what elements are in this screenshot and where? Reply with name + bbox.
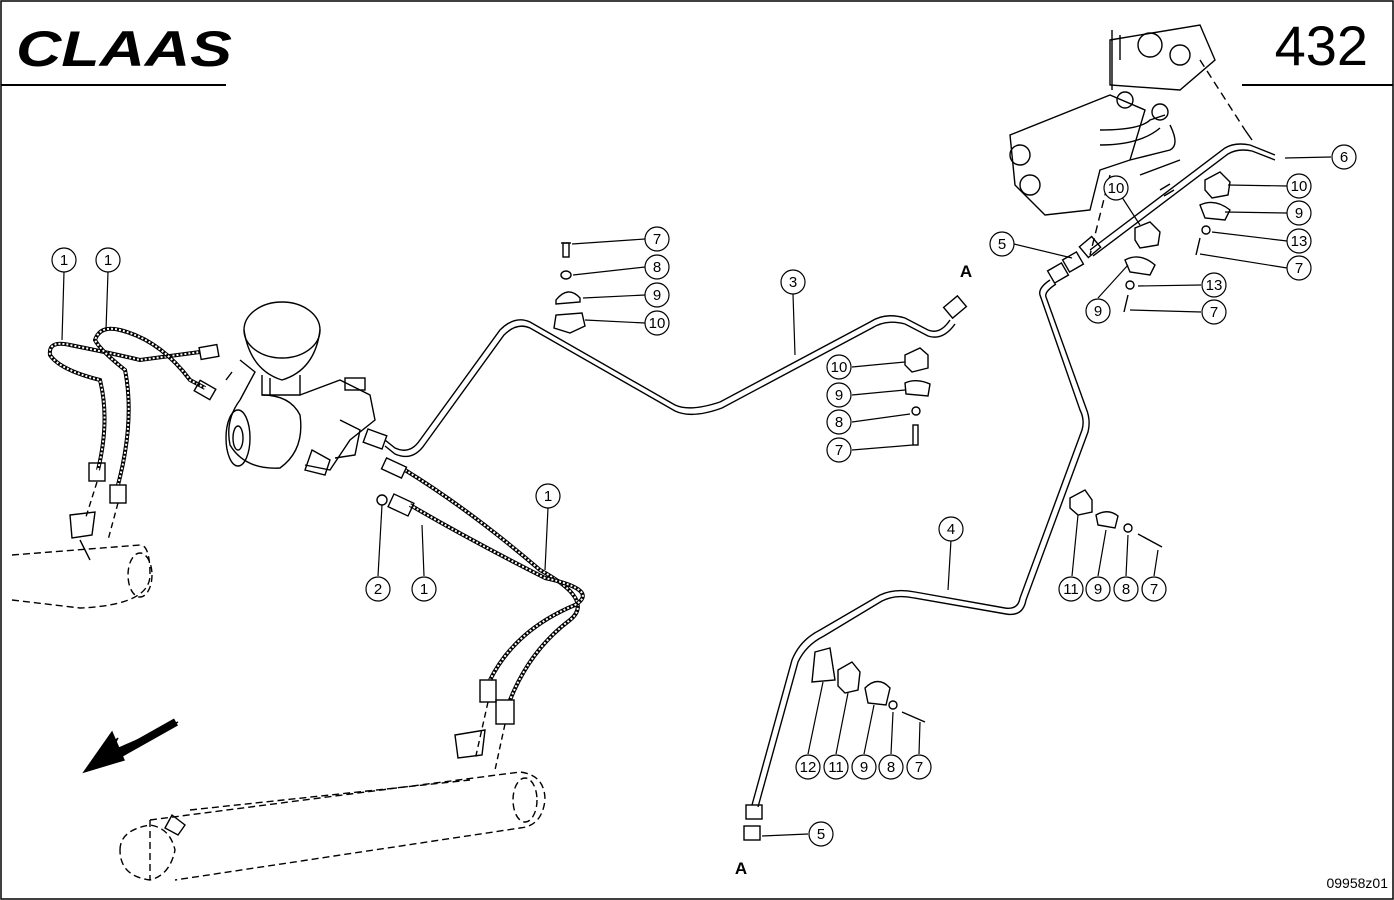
svg-text:5: 5: [998, 236, 1006, 253]
svg-text:8: 8: [887, 759, 895, 776]
block-fittings: [225, 359, 388, 506]
callout-8-d: 8: [878, 754, 904, 780]
callout-7-e: 7: [1286, 255, 1312, 281]
clamp-set-lower: [811, 647, 926, 723]
callout-10-c: 10: [1286, 173, 1312, 199]
hose-right-pair: [164, 456, 585, 836]
svg-text:10: 10: [1108, 180, 1125, 197]
callout-8-a: 8: [644, 254, 670, 280]
svg-text:10: 10: [831, 359, 848, 376]
callout-9-d: 9: [851, 754, 877, 780]
svg-text:4: 4: [947, 521, 955, 538]
pipe-3: [384, 294, 968, 458]
callout-3: 3: [780, 269, 806, 295]
svg-text:9: 9: [1094, 581, 1102, 598]
callout-7-d: 7: [906, 754, 932, 780]
callout-8-b: 8: [826, 409, 852, 435]
svg-text:1: 1: [544, 488, 552, 505]
pipe-6: [1078, 129, 1276, 259]
svg-text:7: 7: [653, 231, 661, 248]
svg-text:11: 11: [1063, 581, 1079, 598]
callout-2: 2: [365, 576, 391, 602]
callout-9-c: 9: [1085, 576, 1111, 602]
svg-text:10: 10: [1291, 178, 1308, 195]
callout-1-c: 1: [535, 483, 561, 509]
svg-text:8: 8: [1122, 581, 1130, 598]
callout-6: 6: [1331, 144, 1357, 170]
svg-text:7: 7: [835, 442, 843, 459]
callout-10-d: 10: [1103, 175, 1129, 201]
leader-lines: [61, 156, 1332, 837]
clamp-set-pipe6: [1123, 171, 1231, 313]
svg-text:1: 1: [60, 252, 68, 269]
callout-9-a: 9: [644, 282, 670, 308]
reference-mark-a-upper: A: [960, 262, 972, 281]
callout-4: 4: [938, 516, 964, 542]
callout-9-e: 9: [1286, 200, 1312, 226]
callout-7-f: 7: [1201, 299, 1227, 325]
svg-text:13: 13: [1206, 277, 1223, 294]
svg-text:9: 9: [653, 287, 661, 304]
svg-text:3: 3: [789, 274, 797, 291]
callout-9-f: 9: [1085, 298, 1111, 324]
svg-text:7: 7: [915, 759, 923, 776]
accumulator-assembly: [225, 301, 376, 476]
svg-text:1: 1: [104, 252, 112, 269]
callouts: 1 1 1 1 2 3 4 5 5 6 7 8 9 10 10 9 8 7 11…: [51, 144, 1357, 847]
callout-12: 12: [795, 754, 821, 780]
svg-text:6: 6: [1340, 149, 1348, 166]
lower-cylinder: [119, 771, 546, 881]
drawing-code: 09958z01: [1326, 875, 1388, 891]
svg-text:7: 7: [1295, 260, 1303, 277]
callout-13-b: 13: [1201, 272, 1227, 298]
callout-5-a: 5: [989, 231, 1015, 257]
svg-text:9: 9: [1295, 205, 1303, 222]
callout-1-d: 1: [411, 576, 437, 602]
svg-text:12: 12: [800, 759, 817, 776]
callout-10-a: 10: [644, 310, 670, 336]
callout-5-b: 5: [808, 821, 834, 847]
svg-text:5: 5: [817, 826, 825, 843]
svg-text:11: 11: [828, 759, 844, 776]
callout-8-c: 8: [1113, 576, 1139, 602]
svg-text:8: 8: [653, 259, 661, 276]
svg-text:13: 13: [1291, 233, 1308, 250]
left-cylinder-upper: [11, 544, 153, 609]
svg-text:1: 1: [420, 581, 428, 598]
callout-13-a: 13: [1286, 228, 1312, 254]
control-valve-block: [1009, 24, 1246, 256]
clamp-set-right: [1069, 489, 1163, 548]
callout-10-b: 10: [826, 354, 852, 380]
callout-11-a: 11: [1058, 576, 1084, 602]
reference-mark-a-lower: A: [735, 859, 747, 878]
illustration: [11, 24, 1276, 881]
clamp-set-mid: [904, 347, 931, 446]
brand-logo: CLAAS: [16, 21, 232, 77]
callout-1-a: 1: [51, 247, 77, 273]
svg-text:9: 9: [1094, 303, 1102, 320]
callout-7-a: 7: [644, 226, 670, 252]
svg-text:7: 7: [1210, 304, 1218, 321]
callout-7-c: 7: [1141, 576, 1167, 602]
svg-text:9: 9: [835, 387, 843, 404]
svg-text:2: 2: [374, 581, 382, 598]
callout-7-b: 7: [826, 437, 852, 463]
svg-text:10: 10: [649, 315, 666, 332]
callout-11-b: 11: [823, 754, 849, 780]
clamp-set-top: [553, 242, 586, 334]
svg-text:9: 9: [860, 759, 868, 776]
pipe-4: [743, 250, 1090, 841]
svg-text:7: 7: [1150, 581, 1158, 598]
svg-text:8: 8: [835, 414, 843, 431]
callout-1-b: 1: [95, 247, 121, 273]
callout-9-b: 9: [826, 382, 852, 408]
page-number: 432: [1275, 14, 1368, 77]
hose-left-pair: [47, 326, 220, 561]
